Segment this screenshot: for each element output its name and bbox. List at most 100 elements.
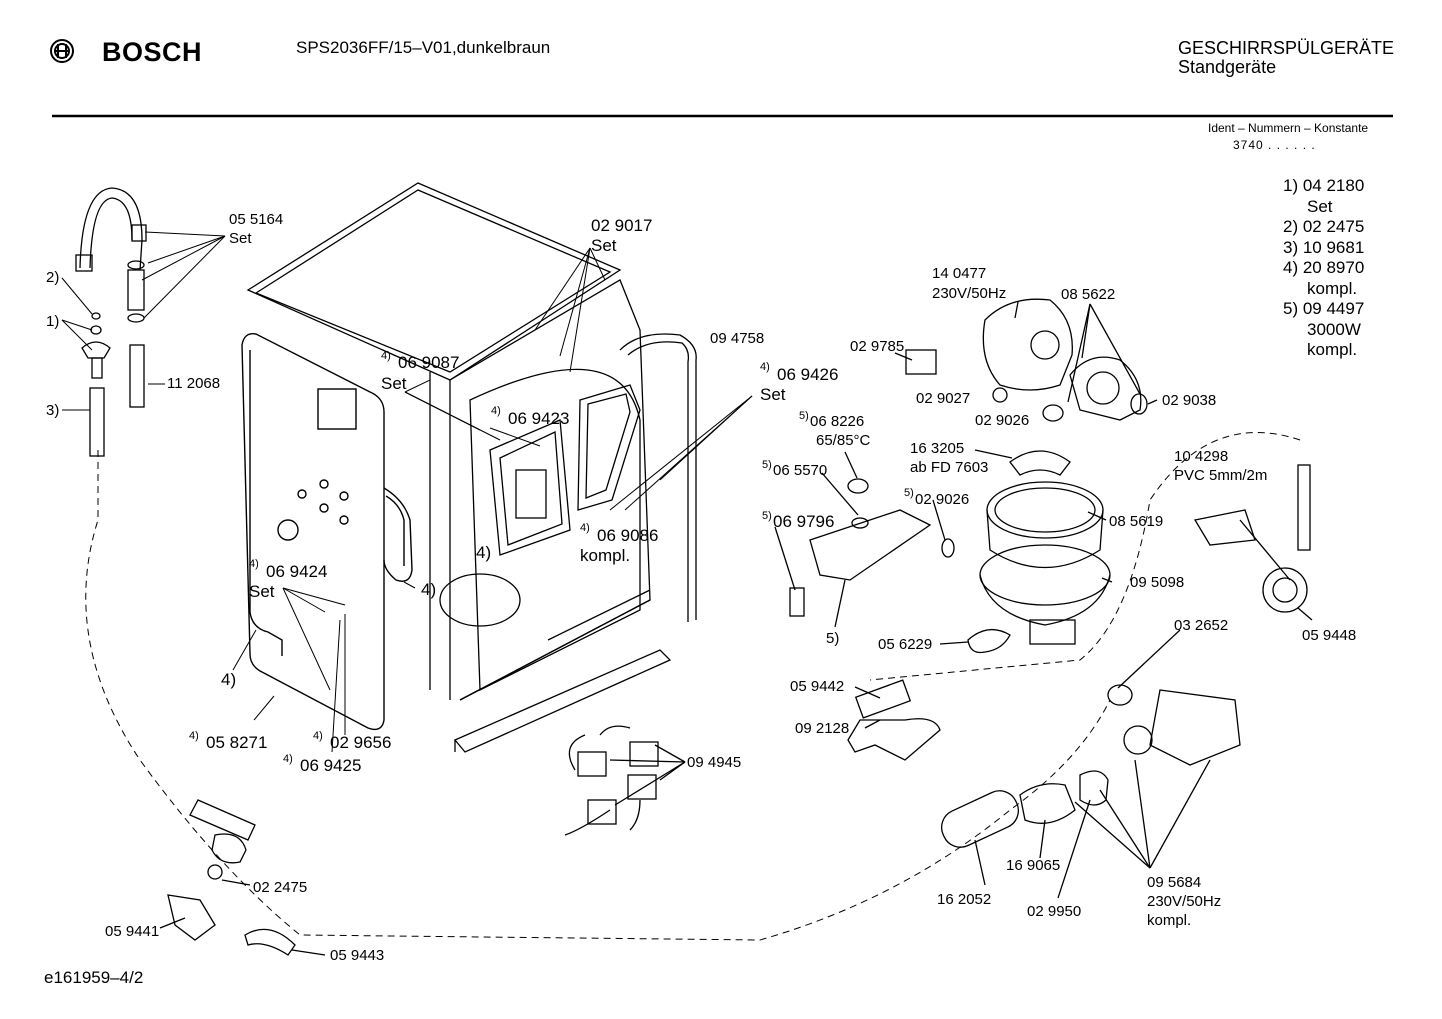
- part-label: 05 9448: [1302, 627, 1357, 644]
- part-label: 10 4298: [1174, 448, 1229, 465]
- cabinet-leaders: [232, 247, 753, 753]
- part-note: 4): [491, 405, 501, 417]
- part-label: 02 9038: [1162, 392, 1217, 409]
- part-note: 4): [313, 730, 323, 742]
- part-label: 06 9426: [777, 365, 839, 384]
- legend-line: kompl.: [1307, 278, 1358, 298]
- part-label: 06 9423: [508, 409, 570, 428]
- document-id: e161959–4/2: [44, 968, 144, 987]
- pressure-switch-drawing: [1193, 464, 1313, 621]
- part-label: 05 5164: [229, 211, 284, 228]
- part-label: 06 9424: [266, 562, 328, 581]
- door-panel-drawing: [241, 333, 413, 731]
- part-note: 4): [760, 361, 770, 373]
- part-label: Set: [591, 236, 617, 255]
- legend-line: 3000W: [1307, 319, 1361, 339]
- left-leaders: [61, 231, 226, 411]
- cabinet-drawing: [246, 182, 651, 701]
- part-label: PVC 5mm/2m: [1174, 467, 1268, 484]
- legend-line: 1) 04 2180: [1283, 176, 1365, 195]
- part-label: 16 3205: [910, 440, 965, 457]
- legend-line: kompl.: [1307, 340, 1358, 359]
- part-label: Set: [760, 385, 786, 404]
- part-label: 14 0477: [932, 265, 987, 282]
- part-label: 06 9087: [398, 353, 460, 372]
- inlet-valve-drawing: [159, 799, 326, 956]
- part-label: 06 9796: [773, 512, 835, 531]
- dispenser-drawing: [489, 384, 641, 556]
- part-label: 09 4758: [710, 330, 765, 347]
- part-label: 05 9442: [790, 678, 845, 695]
- part-note: 4): [381, 350, 391, 362]
- part-label: 3): [46, 402, 60, 419]
- part-label: 16 2052: [937, 891, 992, 908]
- part-label: 06 9425: [300, 756, 362, 775]
- part-label: 05 9441: [105, 923, 160, 940]
- part-label: kompl.: [580, 546, 631, 565]
- part-label: 03 2652: [1174, 617, 1229, 634]
- part-label: 4): [421, 580, 437, 599]
- part-label: 08 5619: [1109, 513, 1164, 530]
- part-note: 5): [904, 487, 914, 499]
- drain-pump-drawing: [847, 629, 1241, 899]
- part-label: 05 8271: [206, 733, 268, 752]
- part-label: 02 9785: [850, 338, 905, 355]
- part-label: 06 8226: [810, 413, 865, 430]
- part-label: 09 5098: [1130, 574, 1185, 591]
- hose-clip-drawing: [75, 187, 147, 457]
- part-label: 11 2068: [167, 375, 221, 392]
- subcategory-title: Standgeräte: [1178, 57, 1277, 77]
- part-label: 02 9026: [975, 412, 1030, 429]
- part-label: 65/85°C: [816, 432, 871, 449]
- part-note: 4): [580, 522, 590, 534]
- part-label: 02 9026: [915, 491, 970, 508]
- part-label: Set: [249, 582, 275, 601]
- bosch-logo-icon: [50, 39, 74, 63]
- part-label: 16 9065: [1006, 857, 1061, 874]
- legend-line: 3) 10 9681: [1283, 237, 1365, 257]
- part-label: 05 6229: [878, 636, 933, 653]
- part-note: 4): [283, 753, 293, 765]
- part-label: 02 9950: [1027, 903, 1082, 920]
- part-label: 230V/50Hz: [1147, 893, 1222, 910]
- part-label: 5): [826, 630, 840, 647]
- part-label: 02 9656: [330, 733, 392, 752]
- ident-label: Ident – Nummern – Konstante: [1208, 121, 1369, 135]
- ident-value: 3740 . . . . . .: [1233, 138, 1316, 152]
- sump-drawing: [974, 449, 1113, 645]
- legend-line: 2) 02 2475: [1283, 217, 1365, 236]
- part-label: kompl.: [1147, 912, 1192, 929]
- rail-and-harness-drawing: [453, 649, 686, 836]
- part-label: 05 9443: [330, 947, 385, 964]
- brand-name: BOSCH: [102, 37, 203, 67]
- part-label: 2): [46, 269, 60, 286]
- part-label: ab FD 7603: [910, 459, 989, 476]
- part-label: 08 5622: [1061, 286, 1116, 303]
- model-number: SPS2036FF/15–V01,dunkelbraun: [296, 38, 551, 57]
- part-label: Set: [381, 374, 407, 393]
- part-label: 4): [221, 670, 237, 689]
- part-label: 06 9086: [597, 526, 659, 545]
- part-label: Set: [229, 230, 252, 247]
- part-label: 06 5570: [773, 462, 828, 479]
- heater-drawing: [774, 451, 1011, 654]
- part-label: 4): [476, 543, 492, 562]
- part-label: 02 9027: [916, 390, 971, 407]
- motor-drawing: [894, 298, 1158, 422]
- legend-line: 5) 09 4497: [1283, 299, 1365, 318]
- part-note: 4): [249, 558, 259, 570]
- part-note: 5): [762, 510, 772, 522]
- part-label: 09 2128: [795, 720, 850, 737]
- part-label: 09 5684: [1147, 874, 1202, 891]
- part-note: 4): [189, 730, 199, 742]
- part-label: 02 2475: [253, 879, 308, 896]
- category-title: GESCHIRRSPÜLGERÄTE: [1178, 38, 1395, 58]
- legend-line: 4) 20 8970: [1283, 258, 1365, 277]
- dashed-hose-route: [85, 432, 1301, 941]
- legend: 1) 04 2180 Set 2) 02 2475 3) 10 9681 4) …: [1283, 176, 1364, 361]
- part-label: 09 4945: [687, 754, 742, 771]
- part-label: 1): [46, 313, 60, 330]
- legend-line: Set: [1307, 196, 1333, 216]
- gasket-drawing: [619, 333, 697, 622]
